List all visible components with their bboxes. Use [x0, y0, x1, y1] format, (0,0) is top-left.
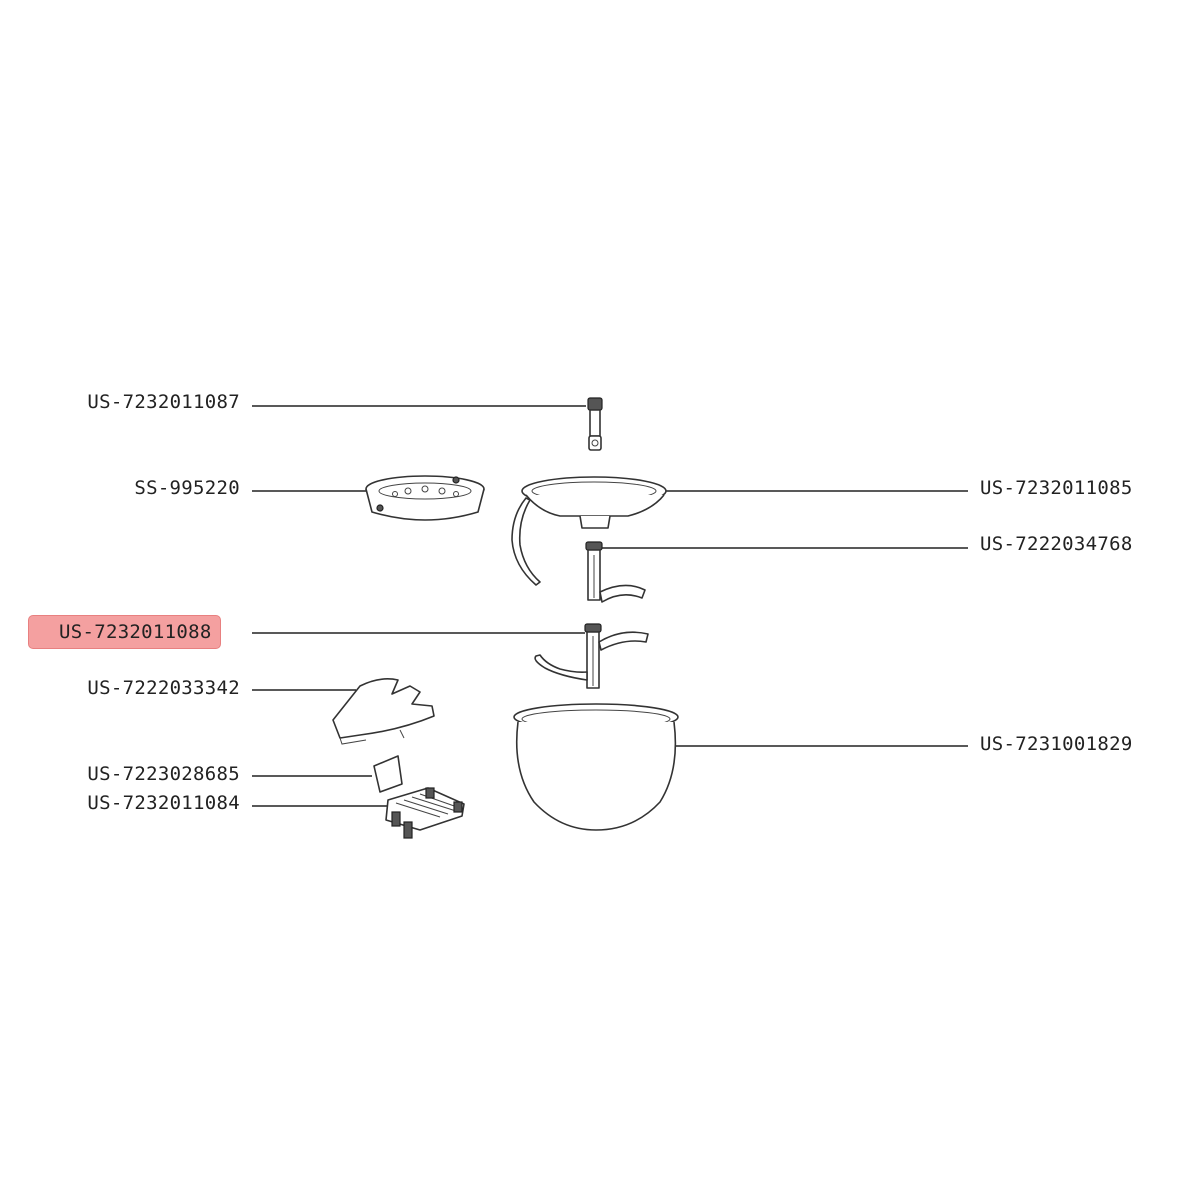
- part-label-cover-plate[interactable]: US-7222033342: [87, 677, 240, 699]
- part-label-steam-basket[interactable]: SS-995220: [134, 477, 240, 499]
- steam-basket-part: [365, 475, 485, 521]
- spindle-part: [587, 397, 603, 451]
- filter-sheet-part: [373, 755, 403, 793]
- part-label-lid[interactable]: US-7232011085: [980, 477, 1133, 499]
- part-label-inner-bowl[interactable]: US-7231001829: [980, 733, 1133, 755]
- leader-lines: [252, 405, 968, 807]
- part-label-upper-paddle[interactable]: US-7222034768: [980, 533, 1133, 555]
- lid-part: [511, 476, 667, 586]
- inner-bowl-part: [513, 703, 679, 831]
- grill-clip-part: [385, 787, 465, 839]
- part-label-grill-clip[interactable]: US-7232011084: [87, 792, 240, 814]
- upper-paddle-part: [585, 541, 646, 603]
- cover-plate-part: [332, 678, 435, 745]
- part-label-lower-paddle[interactable]: US-7232011088: [28, 615, 221, 649]
- part-label-filter-sheet[interactable]: US-7223028685: [87, 763, 240, 785]
- part-label-spindle[interactable]: US-7232011087: [87, 391, 240, 413]
- lower-paddle-part: [534, 623, 649, 689]
